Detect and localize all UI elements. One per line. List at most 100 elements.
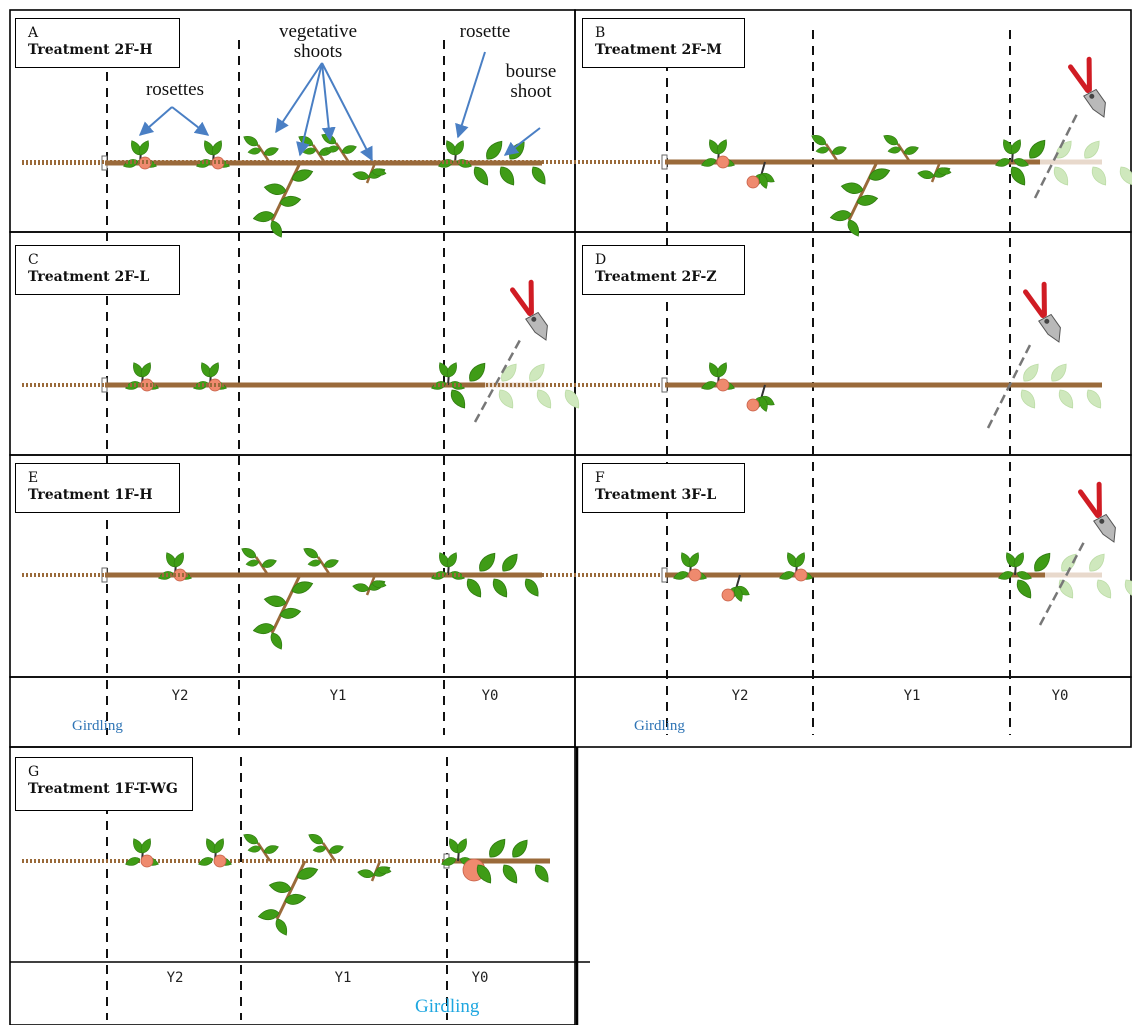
leaf: [1119, 166, 1132, 186]
leaf: [1020, 389, 1036, 409]
leaf-shape: [357, 869, 375, 879]
leaf: [847, 219, 860, 237]
leaf: [270, 632, 283, 650]
leaf-shape: [499, 166, 515, 186]
leaf: [759, 173, 768, 189]
leaf-shape: [341, 145, 357, 154]
leaf: [473, 166, 489, 186]
leaf-shape: [476, 864, 492, 884]
rosettes-annotation: rosettes: [145, 79, 205, 100]
leaf: [936, 167, 952, 175]
leaf-shape: [1091, 166, 1107, 186]
leaf-shape: [303, 548, 319, 559]
leaf: [125, 857, 141, 866]
panel-letter: B: [595, 25, 606, 41]
leaf-shape: [829, 210, 852, 222]
leaf: [536, 389, 552, 409]
leaf: [296, 867, 319, 880]
leaf: [815, 146, 830, 154]
shears-pivot: [1089, 93, 1095, 99]
leaf: [193, 381, 209, 390]
leaf: [307, 559, 322, 567]
leaf-shape: [811, 135, 827, 146]
leaf: [371, 168, 387, 176]
annotation-arrow: [296, 62, 323, 157]
shears-pivot: [1099, 518, 1105, 524]
leaf-shape: [502, 864, 518, 884]
leaf-shape: [1058, 579, 1074, 599]
leaf-shape: [1020, 389, 1036, 409]
leaf: [1013, 158, 1029, 167]
leaf-shape: [1086, 389, 1102, 409]
leaf-shape: [536, 389, 552, 409]
leaf: [453, 140, 464, 156]
annotation-arrow: [503, 127, 541, 156]
shears-blade: [1093, 513, 1116, 543]
leaf-shape: [831, 146, 847, 155]
shears-handle: [1096, 481, 1102, 518]
leaf-shape: [291, 581, 314, 594]
leaf-shape: [173, 552, 184, 568]
shears-handle: [1086, 56, 1092, 93]
leaf-shape: [270, 220, 283, 238]
leaf: [501, 363, 517, 382]
leaf: [268, 881, 292, 894]
leaf-shape: [1096, 579, 1112, 599]
panel-letter: F: [595, 470, 605, 486]
leaf-shape: [158, 571, 174, 580]
panel-letter: D: [595, 252, 607, 268]
leaf-shape: [1013, 158, 1029, 167]
leaf-shape: [140, 362, 151, 378]
leaf: [241, 548, 257, 559]
leaf-shape: [261, 559, 277, 568]
leaf: [308, 834, 324, 845]
leaf-shape: [298, 136, 314, 147]
leaf: [479, 552, 496, 572]
leaf: [352, 583, 370, 593]
leaf: [198, 857, 214, 866]
pruning-shears-icon: [1078, 481, 1116, 543]
leaf: [856, 194, 879, 206]
panel-label-f: F Treatment 3F-L: [582, 463, 745, 513]
year-label-y0: Y0: [471, 970, 489, 986]
leaf: [376, 866, 392, 874]
leaf-shape: [847, 219, 860, 237]
leaf: [252, 211, 275, 223]
leaf-shape: [450, 389, 466, 409]
panel-label-d: D Treatment 2F-Z: [582, 245, 745, 295]
leaf: [243, 136, 259, 147]
leaf: [263, 147, 279, 156]
leaf: [1058, 579, 1074, 599]
leaf: [917, 170, 935, 180]
leaf: [1010, 166, 1026, 186]
leaf: [328, 845, 344, 854]
shears-handle: [1041, 281, 1047, 318]
leaf: [279, 195, 302, 207]
panel-label-c: C Treatment 2F-L: [15, 245, 180, 295]
leaf: [449, 381, 465, 390]
vegetative-word: vegetative: [278, 21, 358, 42]
leaf: [534, 864, 549, 883]
leaf-shape: [759, 396, 768, 412]
leaf: [995, 158, 1011, 167]
leaf-shape: [473, 166, 489, 186]
leaf-shape: [936, 167, 952, 175]
shears-handle: [1068, 64, 1091, 94]
shears-handle: [1023, 289, 1046, 319]
leaf: [499, 166, 515, 186]
leaf: [529, 363, 545, 382]
leaf: [263, 183, 287, 196]
bourse-shoot-annotation: bourse shoot: [496, 62, 566, 102]
leaf: [303, 548, 319, 559]
leaf: [323, 559, 339, 568]
shears-handle: [1078, 489, 1101, 519]
leaf: [502, 553, 518, 572]
leaf-shape: [716, 362, 727, 378]
panel-title: Treatment 2F-M: [595, 42, 722, 58]
leaf-shape: [456, 159, 472, 168]
leaf-shape: [815, 146, 830, 154]
shears-handle: [510, 287, 533, 317]
leaf: [688, 552, 699, 568]
leaf-shape: [371, 580, 387, 588]
leaf-shape: [296, 867, 319, 880]
